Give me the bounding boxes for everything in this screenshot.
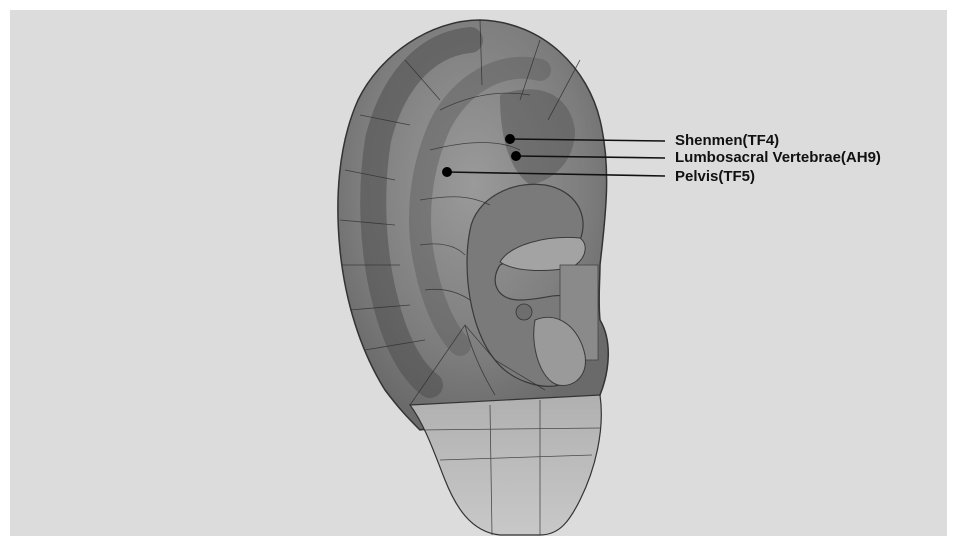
- label-lumbosacral-vertebrae: Lumbosacral Vertebrae(AH9): [675, 149, 881, 166]
- ear-lobe: [410, 395, 601, 535]
- point-marker-shenmen: [505, 134, 515, 144]
- point-marker-lumbosacral: [511, 151, 521, 161]
- point-marker-pelvis: [442, 167, 452, 177]
- label-pelvis: Pelvis(TF5): [675, 168, 755, 185]
- label-shenmen: Shenmen(TF4): [675, 132, 779, 149]
- ear-canal: [516, 304, 532, 320]
